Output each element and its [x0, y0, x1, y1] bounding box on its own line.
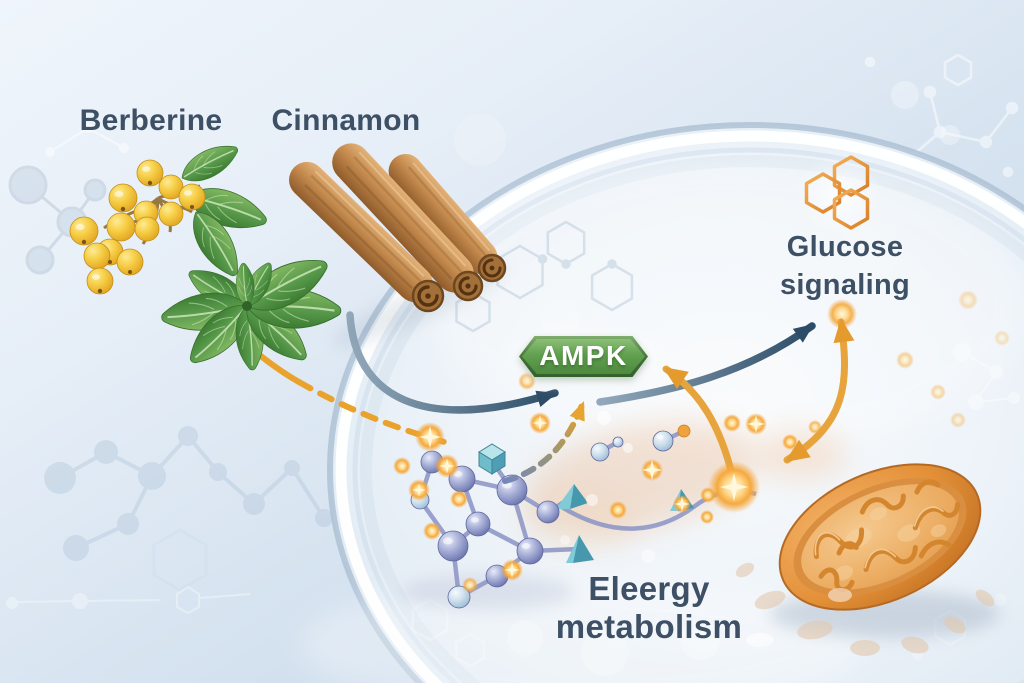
- glucose-hexagons-icon: [798, 153, 882, 237]
- ampk-badge-face: AMPK: [522, 339, 645, 374]
- berberine-label: Berberine: [79, 104, 223, 137]
- energy-metabolism-label: Eleergy metabolism: [556, 570, 742, 646]
- arrow-ampk-to-glucose-signaling: [596, 317, 819, 406]
- background-network-bottomleft: [6, 585, 251, 615]
- cinnamon-curl: [477, 253, 507, 283]
- mint-leaves: [158, 246, 343, 374]
- molecule-structure: [399, 424, 757, 610]
- teal-cone: [566, 535, 594, 563]
- background-network-topleft: [45, 114, 144, 157]
- teal-pyramid-1: [556, 484, 588, 509]
- background-molecule-pattern-left: [44, 426, 333, 592]
- background-network-right: [953, 343, 1020, 410]
- cinnamon-sticks: [289, 143, 508, 347]
- energy-label-line2: metabolism: [555, 608, 743, 645]
- ampk-badge-text: AMPK: [539, 339, 628, 371]
- cinnamon-curl: [411, 279, 445, 313]
- background-network-topright: [864, 53, 1019, 178]
- mitochondria: [735, 463, 1000, 656]
- energy-sparkles: [393, 290, 1010, 593]
- glucose-label-line2: signaling: [780, 269, 910, 301]
- glucose-label-line1: Glucose: [786, 231, 904, 263]
- white-bokeh-dots: [454, 81, 960, 676]
- arrow-metabolism-to-ampk: [657, 358, 737, 482]
- glucose-signaling-label: Glucose signaling: [780, 228, 910, 304]
- arrow-glucose-to-mitochondria: [779, 299, 857, 471]
- berberine-berries: [69, 136, 273, 295]
- cinnamon-label: Cinnamon: [271, 104, 421, 137]
- cinnamon-curl: [452, 270, 484, 302]
- arrow-molecule-to-ampk-dashed: [502, 398, 592, 484]
- energy-label-line1: Eleergy: [588, 570, 710, 607]
- teal-cube: [478, 443, 506, 475]
- ampk-badge: AMPK: [519, 336, 648, 377]
- cell-floor-debris: [735, 562, 995, 656]
